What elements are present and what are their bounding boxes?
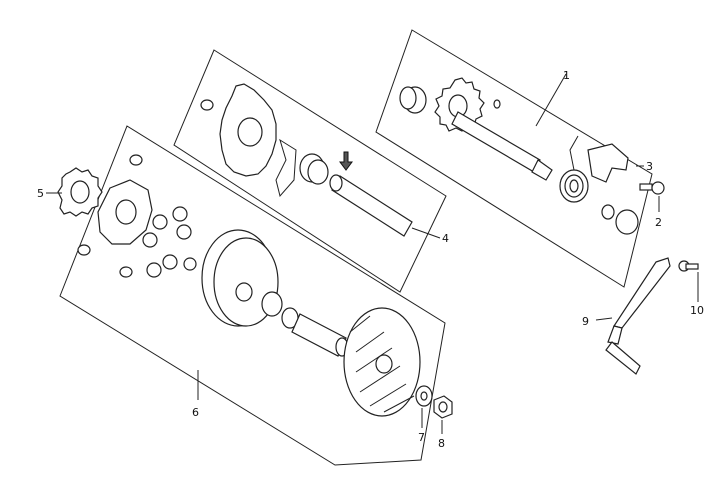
group-6-frame xyxy=(59,125,446,466)
kick-lever-part xyxy=(605,257,671,375)
callout-labels: 1 2 3 4 5 6 7 8 9 10 xyxy=(37,69,704,450)
lever-bolt-part xyxy=(678,260,699,272)
spring-coil-part xyxy=(299,153,329,185)
callout-7: 7 xyxy=(418,431,425,444)
washer-small-part xyxy=(200,99,214,111)
pin-clip-part xyxy=(275,138,297,198)
leader-lines xyxy=(46,73,699,434)
callout-1: 1 xyxy=(563,69,570,82)
starter-gear-part xyxy=(219,83,277,177)
small-clip-part xyxy=(493,99,501,109)
nut-8-part xyxy=(433,395,453,419)
callout-6: 6 xyxy=(192,406,199,419)
drive-gear-5-part xyxy=(57,167,103,217)
callout-3: 3 xyxy=(646,160,653,173)
callout-2: 2 xyxy=(655,216,662,229)
washer-part xyxy=(601,204,639,235)
callout-4: 4 xyxy=(442,232,449,245)
washer-7-part xyxy=(415,385,433,407)
fan-pulley-part xyxy=(343,307,421,417)
spring-guide-part xyxy=(587,143,629,183)
collar-part xyxy=(261,291,299,329)
starter-shaft-part xyxy=(329,151,413,237)
callout-8: 8 xyxy=(438,437,445,450)
callout-10: 10 xyxy=(690,304,704,317)
kick-gear-part xyxy=(434,77,485,132)
kick-shaft-part xyxy=(451,111,553,181)
callout-9: 9 xyxy=(582,315,589,328)
rollers-part xyxy=(77,154,197,278)
group-1-frame xyxy=(375,29,653,288)
sleeve-part xyxy=(291,313,349,357)
group-4-frame xyxy=(173,49,447,293)
callout-5: 5 xyxy=(37,187,44,200)
bolt-part xyxy=(639,181,665,195)
return-spring-part xyxy=(559,135,589,203)
ramp-plate-part xyxy=(97,179,153,245)
bushing-part xyxy=(399,86,427,114)
